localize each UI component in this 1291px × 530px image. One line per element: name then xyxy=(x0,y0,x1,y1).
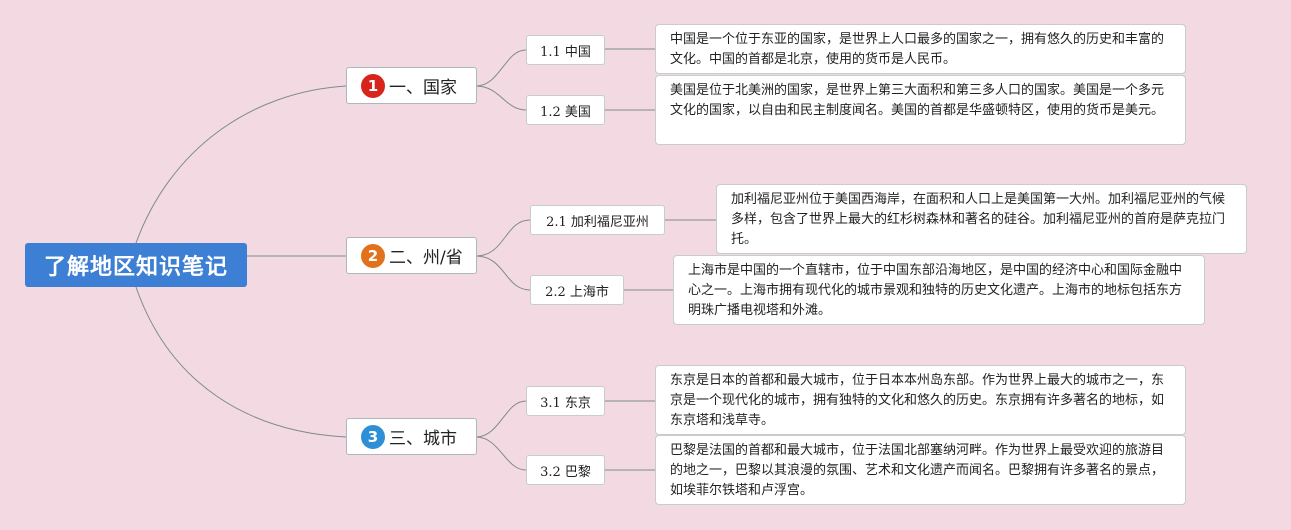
subtopic-shanghai[interactable]: 2.2 上海市 xyxy=(530,275,624,305)
topic-label: 一、国家 xyxy=(389,78,457,98)
topic-cities[interactable]: 3 三、城市 xyxy=(346,418,477,455)
priority-2-icon: 2 xyxy=(361,243,385,268)
connector-root-topic-1 xyxy=(135,85,347,244)
connector-root-topic-3 xyxy=(135,286,347,438)
note-paris[interactable]: 巴黎是法国的首都和最大城市，位于法国北部塞纳河畔。作为世界上最受欢迎的旅游目的地… xyxy=(655,435,1186,505)
note-text: 美国是位于北美洲的国家，是世界上第三大面积和第三多人口的国家。美国是一个多元文化… xyxy=(670,83,1165,118)
note-china[interactable]: 中国是一个位于东亚的国家，是世界上人口最多的国家之一，拥有悠久的历史和丰富的文化… xyxy=(655,24,1186,74)
subtopic-paris[interactable]: 3.2 巴黎 xyxy=(526,455,605,485)
note-tokyo[interactable]: 东京是日本的首都和最大城市，位于日本本州岛东部。作为世界上最大的城市之一，东京是… xyxy=(655,365,1186,435)
note-shanghai[interactable]: 上海市是中国的一个直辖市，位于中国东部沿海地区，是中国的经济中心和国际金融中心之… xyxy=(673,255,1205,325)
subtopic-usa[interactable]: 1.2 美国 xyxy=(526,95,605,125)
subtopic-california[interactable]: 2.1 加利福尼亚州 xyxy=(530,205,665,235)
central-topic[interactable]: 了解地区知识笔记 xyxy=(25,243,247,287)
connector-topic-1-sub-2 xyxy=(475,85,527,111)
note-text: 巴黎是法国的首都和最大城市，位于法国北部塞纳河畔。作为世界上最受欢迎的旅游目的地… xyxy=(670,443,1165,498)
note-text: 中国是一个位于东亚的国家，是世界上人口最多的国家之一，拥有悠久的历史和丰富的文化… xyxy=(670,32,1165,67)
connector-topic-3-sub-2 xyxy=(475,436,527,471)
central-topic-label: 了解地区知识笔记 xyxy=(43,255,228,280)
topic-label: 三、城市 xyxy=(389,429,457,449)
note-usa[interactable]: 美国是位于北美洲的国家，是世界上第三大面积和第三多人口的国家。美国是一个多元文化… xyxy=(655,75,1186,145)
subtopic-label: 2.2 上海市 xyxy=(545,284,609,300)
note-text: 加利福尼亚州位于美国西海岸，在面积和人口上是美国第一大州。加利福尼亚州的气候多样… xyxy=(731,192,1226,247)
connector-topic-1-sub-1 xyxy=(475,49,527,87)
connector-topic-2-sub-1 xyxy=(475,219,531,257)
subtopic-label: 1.1 中国 xyxy=(540,44,591,60)
note-text: 东京是日本的首都和最大城市，位于日本本州岛东部。作为世界上最大的城市之一，东京是… xyxy=(670,373,1165,428)
connector-topic-2-sub-2 xyxy=(475,255,531,291)
connector-topic-3-sub-1 xyxy=(475,400,527,438)
subtopic-label: 1.2 美国 xyxy=(540,104,591,120)
subtopic-china[interactable]: 1.1 中国 xyxy=(526,35,605,65)
subtopic-label: 3.1 东京 xyxy=(540,395,591,411)
topic-label: 二、州/省 xyxy=(389,248,463,268)
note-text: 上海市是中国的一个直辖市，位于中国东部沿海地区，是中国的经济中心和国际金融中心之… xyxy=(688,263,1183,318)
subtopic-label: 2.1 加利福尼亚州 xyxy=(546,214,649,230)
priority-1-icon: 1 xyxy=(361,73,385,98)
topic-countries[interactable]: 1 一、国家 xyxy=(346,67,477,104)
topic-states-provinces[interactable]: 2 二、州/省 xyxy=(346,237,477,274)
subtopic-label: 3.2 巴黎 xyxy=(540,464,591,480)
note-california[interactable]: 加利福尼亚州位于美国西海岸，在面积和人口上是美国第一大州。加利福尼亚州的气候多样… xyxy=(716,184,1247,254)
priority-3-icon: 3 xyxy=(361,424,385,449)
subtopic-tokyo[interactable]: 3.1 东京 xyxy=(526,386,605,416)
